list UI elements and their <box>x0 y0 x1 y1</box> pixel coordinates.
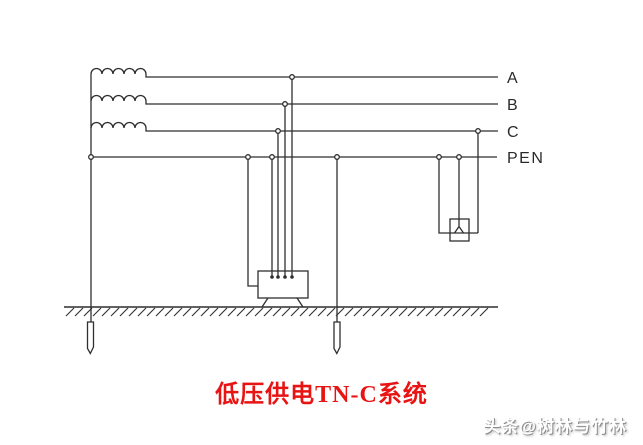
junction-node-icon <box>289 74 295 80</box>
ground-hatch-icon <box>65 307 489 317</box>
label-phase-a: A <box>507 70 519 87</box>
label-pen: PEN <box>507 150 544 167</box>
figure-title: 低压供电TN-C系统 <box>215 382 428 408</box>
three-phase-load-box <box>257 270 309 299</box>
earth-electrode-right-icon <box>333 321 341 355</box>
junction-node-icon <box>269 154 275 160</box>
terminal-dot-icon <box>270 275 274 279</box>
label-phase-c: C <box>507 124 520 141</box>
transformer-winding-a-icon <box>90 67 498 78</box>
appliance-pen-wire <box>438 157 478 234</box>
junction-nodes <box>88 74 481 160</box>
junction-node-icon <box>436 154 442 160</box>
schematic-linework <box>64 67 498 355</box>
terminal-dot-icon <box>290 275 294 279</box>
terminal-dot-icon <box>276 275 280 279</box>
pen-case-bond-wire <box>247 157 258 287</box>
watermark: 头条@树林与竹林 <box>483 417 627 436</box>
junction-node-icon <box>275 128 281 134</box>
junction-node-icon <box>245 154 251 160</box>
junction-node-icon <box>334 154 340 160</box>
appliance-element-icon <box>453 225 465 234</box>
junction-node-icon <box>456 154 462 160</box>
three-phase-load-legs <box>261 297 304 308</box>
junction-node-icon <box>475 128 481 134</box>
earth-electrode-left-icon <box>86 321 95 355</box>
terminal-dot-icon <box>283 275 287 279</box>
transformer-winding-c-icon <box>90 121 498 132</box>
transformer-winding-b-icon <box>90 94 498 105</box>
label-phase-b: B <box>507 97 519 114</box>
junction-node-icon <box>88 154 94 160</box>
load-terminal-dots <box>270 275 294 279</box>
junction-node-icon <box>282 101 288 107</box>
